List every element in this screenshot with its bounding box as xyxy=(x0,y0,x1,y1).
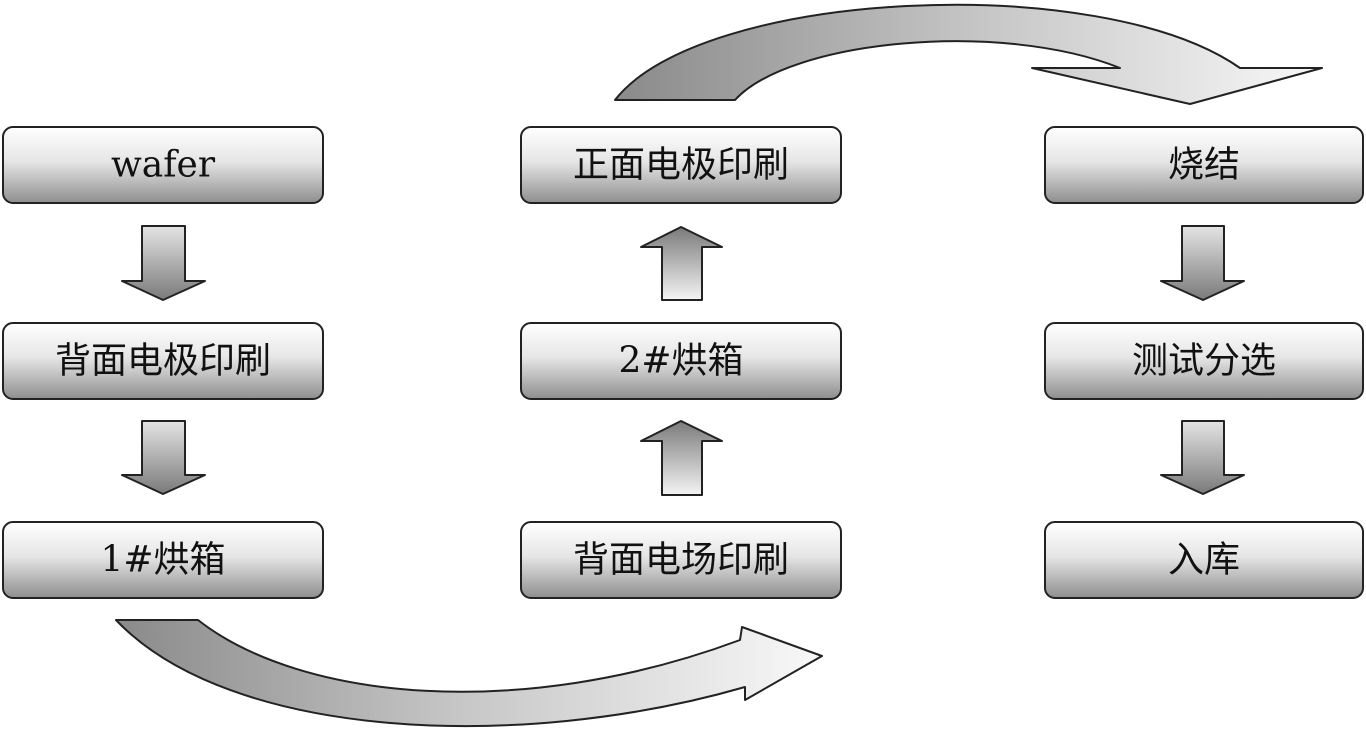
step-back-field-print: 背面电场印刷 xyxy=(520,521,842,599)
arrow-down-icon xyxy=(1160,420,1245,495)
step-label: wafer xyxy=(111,145,216,186)
step-wafer: wafer xyxy=(2,126,324,204)
step-label: 背面电极印刷 xyxy=(55,341,271,382)
step-storage: 入库 xyxy=(1044,521,1364,599)
step-back-electrode-print: 背面电极印刷 xyxy=(2,322,324,400)
arrow-down-icon xyxy=(121,225,206,301)
arrow-down-icon xyxy=(121,420,206,495)
curved-arrow-bottom xyxy=(115,619,823,728)
curved-arrow-top xyxy=(614,3,1323,105)
step-label: 背面电场印刷 xyxy=(573,540,789,581)
step-label: 烧结 xyxy=(1168,145,1240,186)
arrow-up-icon xyxy=(640,226,723,301)
step-sintering: 烧结 xyxy=(1044,126,1364,204)
arrow-up-icon xyxy=(640,420,723,496)
step-label: 测试分选 xyxy=(1132,341,1276,382)
step-label: 正面电极印刷 xyxy=(573,145,789,186)
step-oven-2: 2#烘箱 xyxy=(520,322,842,400)
step-oven-1: 1#烘箱 xyxy=(2,521,324,599)
step-front-electrode-print: 正面电极印刷 xyxy=(520,126,842,204)
step-label: 入库 xyxy=(1168,540,1240,581)
arrow-down-icon xyxy=(1160,225,1245,301)
step-label: 1#烘箱 xyxy=(100,540,225,581)
step-test-sort: 测试分选 xyxy=(1044,322,1364,400)
step-label: 2#烘箱 xyxy=(618,341,743,382)
